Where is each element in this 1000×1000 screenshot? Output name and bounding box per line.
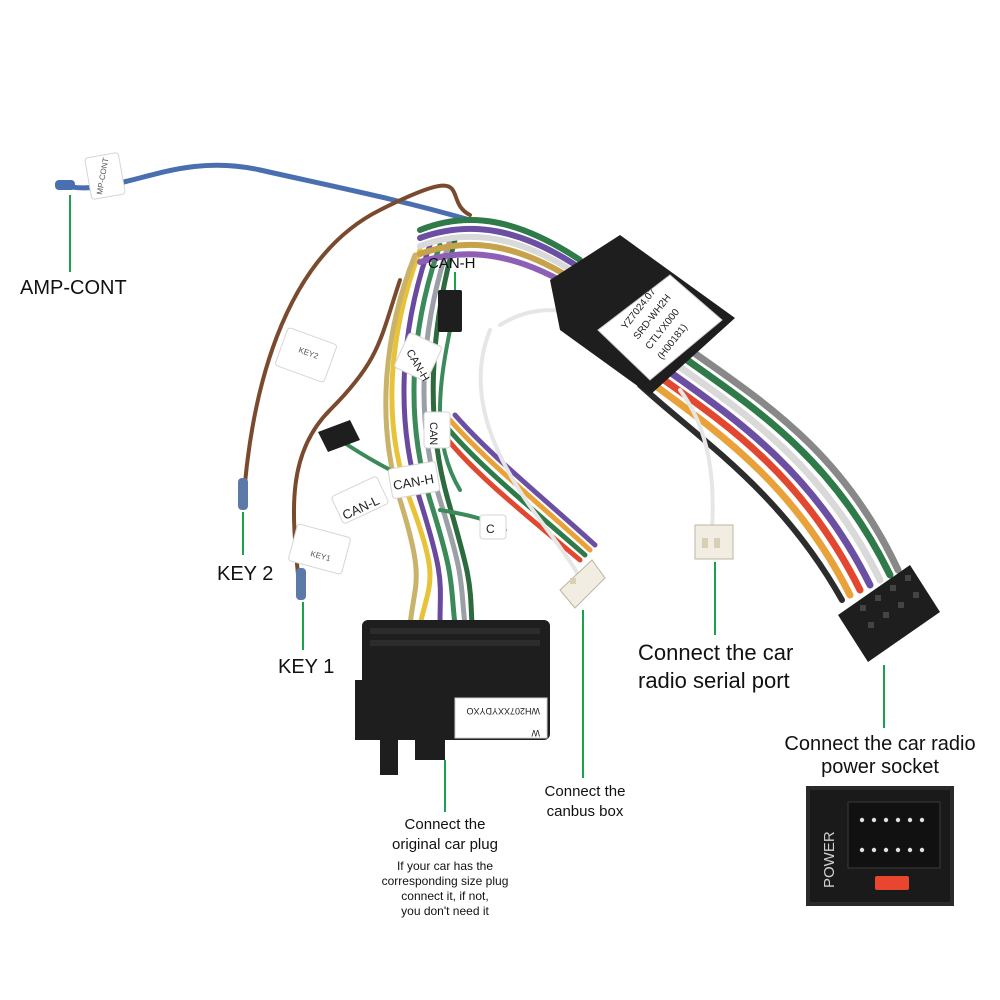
- original-plug-label-line1: Connect the: [404, 816, 486, 833]
- leader-lines: [69, 195, 885, 812]
- inset-power-text: POWER: [821, 831, 838, 888]
- can-h-label: CAN-H: [428, 255, 476, 272]
- power-socket-inset-photo: POWER: [806, 786, 954, 906]
- amp-cont-wire-tip: [55, 180, 75, 190]
- original-plug-label-line2: original car plug: [392, 836, 498, 853]
- original-plug-note-line2: corresponding size plug: [381, 874, 509, 888]
- canbus-label-line2: canbus box: [546, 803, 624, 820]
- plug-label-line2: W: [531, 728, 540, 738]
- wire-bundle: [57, 162, 902, 628]
- serial-port-label-line2: radio serial port: [638, 668, 790, 693]
- wire-tags: [84, 152, 507, 575]
- can-h-connector: [438, 290, 462, 332]
- key1-label: KEY 1: [278, 656, 335, 678]
- can-small-tag-text: CAN: [427, 422, 439, 445]
- serial-port-label-line1: Connect the car: [638, 640, 794, 665]
- can-l-connector: [318, 420, 360, 452]
- power-socket-label-line1: Connect the car radio: [784, 733, 976, 755]
- power-socket-label-line2: power socket: [821, 756, 939, 778]
- original-plug-note-line4: you don't need it: [401, 904, 489, 918]
- canbus-connector: [559, 559, 606, 609]
- original-plug-note-line1: If your car has the: [396, 859, 494, 873]
- power-socket-connector: [838, 565, 940, 662]
- key2-label: KEY 2: [217, 563, 274, 585]
- serial-module-box: [550, 235, 735, 395]
- serial-port-connector: [694, 524, 734, 560]
- amp-cont-label: AMP-CONT: [20, 277, 127, 299]
- c-tag-text: C: [486, 522, 495, 536]
- key1-wire-tip: [296, 568, 306, 600]
- plug-label-line1: WH207XXYDYXO: [466, 706, 540, 716]
- original-car-plug: [355, 620, 550, 775]
- original-plug-note-line3: connect it, if not,: [401, 889, 489, 903]
- canbus-label-line1: Connect the: [544, 783, 626, 800]
- key2-wire-tip: [238, 478, 248, 510]
- can-h-tag-text: CAN-H: [392, 471, 435, 493]
